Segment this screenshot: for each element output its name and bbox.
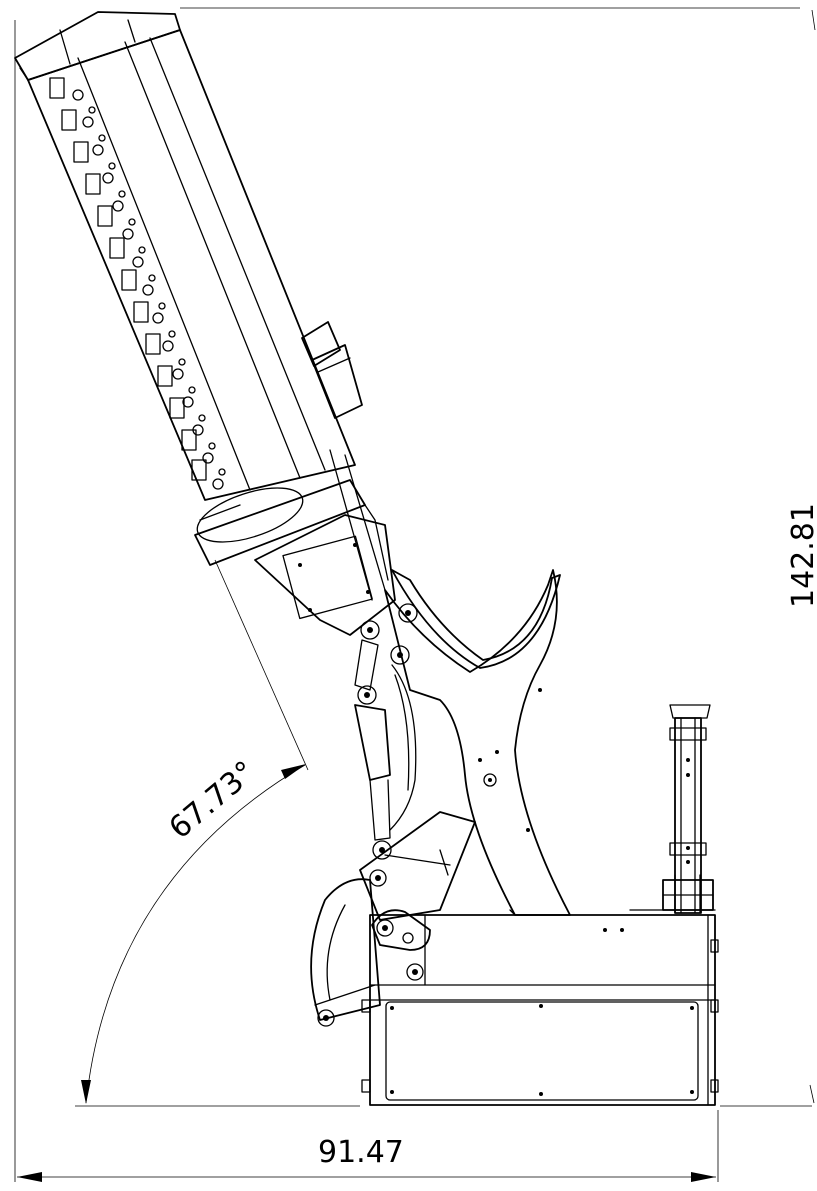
flail-blades xyxy=(49,77,207,481)
swing-arm xyxy=(384,569,571,916)
upright-post xyxy=(662,704,714,914)
angle-dimension: 67.73° xyxy=(81,754,306,1104)
hydraulic-motor xyxy=(301,321,363,419)
width-dimension-label: 91.47 xyxy=(318,1135,404,1170)
extension-lines xyxy=(14,7,816,1182)
base-frame xyxy=(361,909,719,1106)
lower-linkage xyxy=(310,811,476,1027)
flail-bolts xyxy=(72,89,226,490)
height-dimension-label: 142.81 xyxy=(786,503,817,608)
mount-bracket xyxy=(254,504,396,636)
mower-head xyxy=(14,11,386,601)
angle-dimension-label: 67.73° xyxy=(163,754,263,846)
hydraulic-cylinder xyxy=(354,603,418,860)
width-dimension: 91.47 xyxy=(17,1135,716,1182)
height-dimension: 142.81 xyxy=(786,503,817,608)
